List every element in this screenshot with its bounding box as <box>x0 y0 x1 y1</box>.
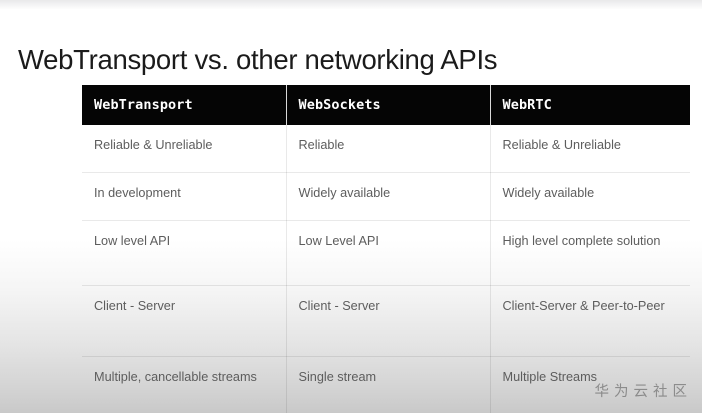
table-header: WebTransport WebSockets WebRTC <box>82 85 690 125</box>
cell-webrtc-abstraction: High level complete solution <box>490 220 690 286</box>
column-header-websockets: WebSockets <box>286 85 491 125</box>
cell-websockets-streams: Single stream <box>286 356 491 413</box>
cell-websockets-availability: Widely available <box>286 172 491 221</box>
top-chrome-band <box>0 0 702 9</box>
table-row: Reliable & Unreliable Reliable Reliable … <box>82 125 690 173</box>
watermark: 华为云社区 <box>594 384 692 400</box>
cell-websockets-abstraction: Low Level API <box>286 220 491 286</box>
cell-webrtc-reliability: Reliable & Unreliable <box>490 125 690 173</box>
cell-webrtc-topology: Client-Server & Peer-to-Peer <box>490 285 690 357</box>
column-header-webtransport: WebTransport <box>82 85 287 125</box>
table-row: In development Widely available Widely a… <box>82 172 690 221</box>
page-title: WebTransport vs. other networking APIs <box>18 44 498 76</box>
column-header-webrtc: WebRTC <box>490 85 690 125</box>
cell-webrtc-availability: Widely available <box>490 172 690 221</box>
cell-webrtc-streams: Multiple Streams <box>502 370 597 384</box>
table-row: Client - Server Client - Server Client-S… <box>82 285 690 357</box>
comparison-table: WebTransport WebSockets WebRTC Reliable … <box>82 85 690 413</box>
cell-webtransport-availability: In development <box>82 172 287 221</box>
table-body: Reliable & Unreliable Reliable Reliable … <box>82 125 690 413</box>
table-header-row: WebTransport WebSockets WebRTC <box>82 85 690 125</box>
cell-websockets-topology: Client - Server <box>286 285 491 357</box>
table-row: Low level API Low Level API High level c… <box>82 220 690 286</box>
cell-webtransport-reliability: Reliable & Unreliable <box>82 125 287 173</box>
cell-websockets-reliability: Reliable <box>286 125 491 173</box>
cell-webtransport-streams: Multiple, cancellable streams <box>82 356 287 413</box>
cell-webtransport-topology: Client - Server <box>82 285 287 357</box>
table-row: Multiple, cancellable streams Single str… <box>82 356 690 413</box>
cell-webtransport-abstraction: Low level API <box>82 220 287 286</box>
